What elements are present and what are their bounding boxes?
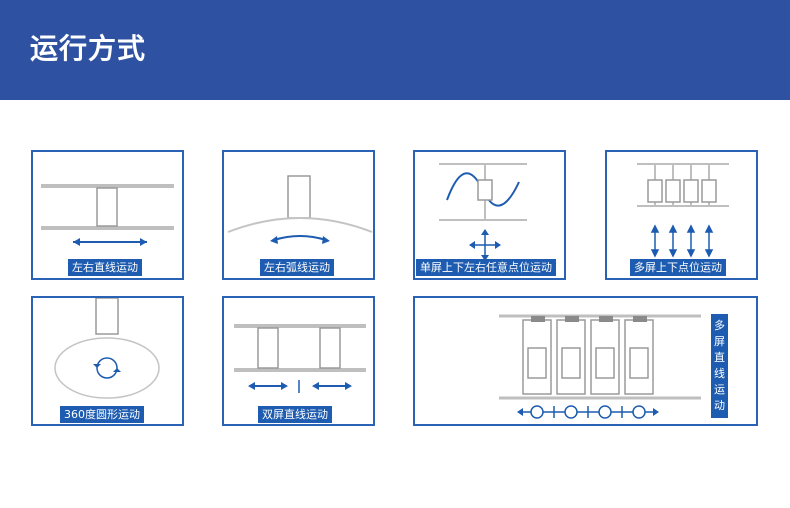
- panel-caption: 左右弧线运动: [260, 259, 334, 276]
- panel-single-screen-any-point: 单屏上下左右任意点位运动: [413, 150, 566, 280]
- panel-multi-screen-linear: 多屏直线运动: [413, 296, 758, 426]
- linear-motion-diagram: [41, 184, 174, 246]
- panel-caption: 360度圆形运动: [60, 406, 144, 423]
- panel-multi-screen-up-down: 多屏上下点位运动: [605, 150, 758, 280]
- panel-dual-screen-linear: 双屏直线运动: [222, 296, 375, 426]
- panel-left-right-arc: 左右弧线运动: [222, 150, 375, 280]
- page-title: 运行方式: [30, 32, 147, 65]
- panel-360-circular: 360度圆形运动: [31, 296, 184, 426]
- panel-caption: 双屏直线运动: [258, 406, 332, 423]
- panel-caption-vertical: 多屏直线运动: [711, 314, 728, 418]
- panel-caption: 左右直线运动: [68, 259, 142, 276]
- arc-motion-diagram: [227, 175, 373, 244]
- panel-caption: 多屏上下点位运动: [630, 259, 726, 276]
- multi-screen-vertical-diagram: [637, 163, 729, 258]
- panel-caption: 单屏上下左右任意点位运动: [416, 259, 556, 276]
- single-screen-motion-diagram: [439, 163, 527, 261]
- circular-motion-diagram: [54, 298, 160, 399]
- multi-screen-linear-diagram: [499, 314, 701, 419]
- panel-left-right-linear: 左右直线运动: [31, 150, 184, 280]
- dual-screen-motion-diagram: [234, 324, 366, 393]
- header-bar: 运行方式: [0, 0, 790, 100]
